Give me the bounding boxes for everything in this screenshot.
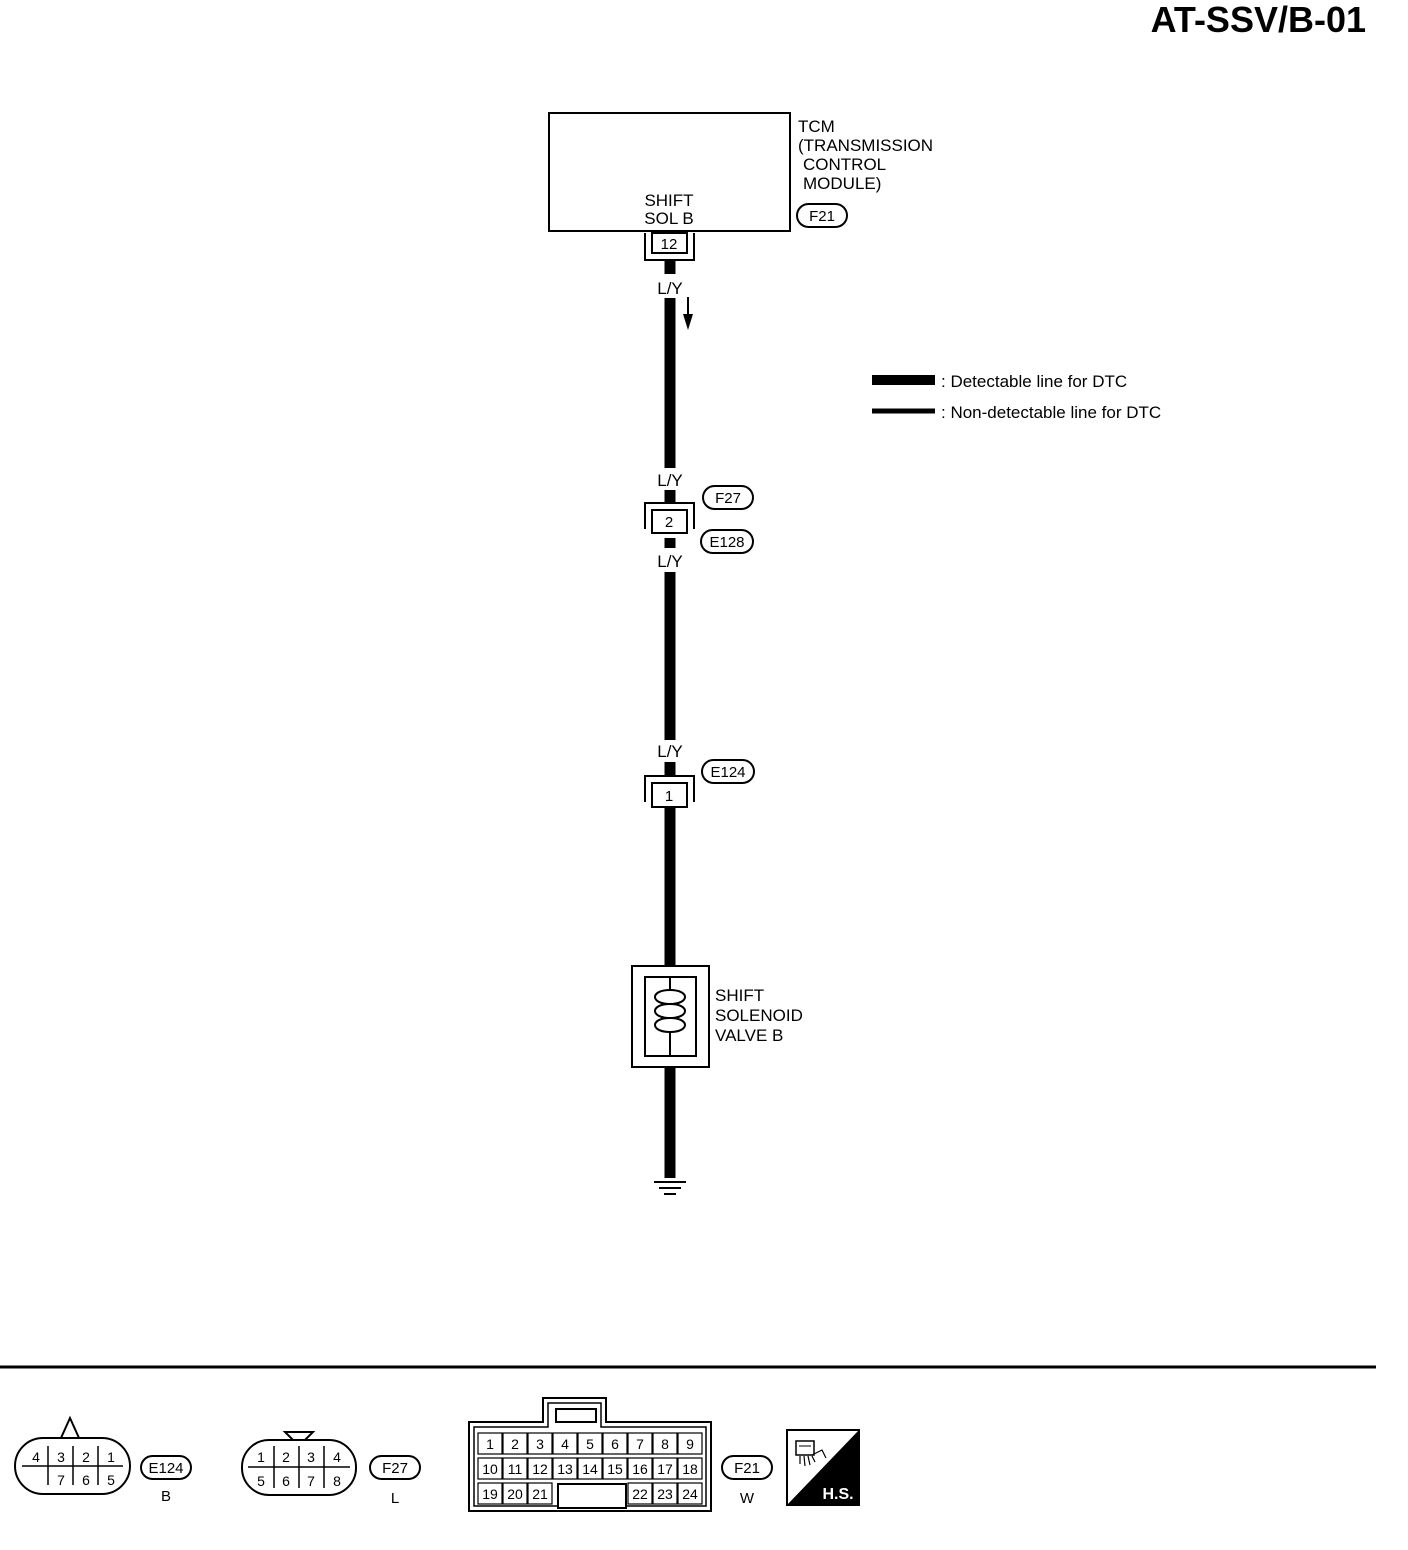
svg-text:9: 9: [686, 1436, 694, 1452]
tcm-pin-12: 12: [644, 232, 695, 261]
svg-text:16: 16: [632, 1461, 648, 1477]
connector-view-f21-tag: F21: [721, 1455, 773, 1480]
tcm-block: TCM (TRANSMISSION CONTROL MODULE) SHIFT …: [548, 112, 933, 232]
svg-text:8: 8: [661, 1436, 669, 1452]
svg-text:5: 5: [586, 1436, 594, 1452]
connector-view-f27-color: L: [391, 1490, 399, 1507]
junction-connector-tag-top: F27: [702, 485, 754, 510]
solenoid-connector-tag: E124: [701, 759, 755, 784]
connector-view-f21-color: W: [740, 1490, 755, 1507]
svg-text:2: 2: [82, 1449, 90, 1465]
tcm-terminal-label-1: SHIFT: [644, 191, 693, 210]
connector-latch-icon: [59, 1415, 81, 1439]
svg-text:F21: F21: [809, 208, 835, 225]
connector-view-f27-tag: F27: [369, 1455, 421, 1480]
svg-text:5: 5: [257, 1473, 265, 1489]
tcm-label-line-2: (TRANSMISSION: [798, 136, 933, 155]
svg-text:15: 15: [607, 1461, 623, 1477]
ground-icon: [654, 1181, 686, 1195]
svg-text:12: 12: [532, 1461, 548, 1477]
connector-view-e124-tag: E124: [140, 1455, 192, 1480]
connector-latch-icon: [555, 1408, 597, 1423]
signal-direction-arrow: [683, 297, 693, 330]
svg-text:12: 12: [661, 236, 678, 253]
svg-text:3: 3: [536, 1436, 544, 1452]
svg-text:4: 4: [32, 1449, 40, 1465]
hs-badge-label: H.S.: [822, 1486, 853, 1503]
svg-text:4: 4: [333, 1449, 341, 1465]
solenoid-connector: 1 E124: [644, 759, 755, 808]
legend-detectable-label: : Detectable line for DTC: [941, 372, 1127, 391]
svg-text:21: 21: [532, 1486, 548, 1502]
harness-connector-icon: [795, 1440, 827, 1467]
svg-text:3: 3: [57, 1449, 65, 1465]
svg-text:7: 7: [57, 1472, 65, 1488]
legend: : Detectable line for DTC : Non-detectab…: [872, 372, 1161, 422]
hs-badge: H.S.: [786, 1429, 860, 1506]
solenoid-coil-icon: [654, 977, 686, 1056]
solenoid-label-line-2: SOLENOID: [715, 1006, 803, 1025]
svg-text:6: 6: [611, 1436, 619, 1452]
legend-non-detectable-label: : Non-detectable line for DTC: [941, 403, 1161, 422]
shift-solenoid-valve: SHIFT SOLENOID VALVE B: [631, 965, 803, 1068]
svg-text:E124: E124: [148, 1460, 183, 1477]
svg-text:19: 19: [482, 1486, 498, 1502]
tcm-connector-tag: F21: [796, 203, 848, 228]
svg-text:1: 1: [486, 1436, 494, 1452]
svg-text:E124: E124: [710, 764, 745, 781]
tcm-label-line-1: TCM: [798, 117, 835, 136]
wire-color-label-2: L/Y: [657, 471, 683, 490]
svg-text:23: 23: [657, 1486, 673, 1502]
svg-text:20: 20: [507, 1486, 523, 1502]
svg-text:14: 14: [582, 1461, 598, 1477]
svg-text:2: 2: [511, 1436, 519, 1452]
svg-text:F27: F27: [715, 490, 741, 507]
tcm-label-line-3: CONTROL: [803, 155, 886, 174]
svg-text:2: 2: [665, 514, 673, 531]
junction-connector: 2 F27 E128: [644, 485, 754, 554]
svg-text:8: 8: [333, 1473, 341, 1489]
svg-text:6: 6: [282, 1473, 290, 1489]
svg-text:F21: F21: [734, 1460, 760, 1477]
svg-text:3: 3: [307, 1449, 315, 1465]
connector-view-e124-color: B: [161, 1488, 171, 1505]
svg-text:1: 1: [107, 1449, 115, 1465]
wire-color-label-4: L/Y: [657, 742, 683, 761]
svg-text:17: 17: [657, 1461, 673, 1477]
junction-connector-tag-bottom: E128: [700, 529, 754, 554]
wire-color-label-1: L/Y: [657, 279, 683, 298]
svg-text:24: 24: [682, 1486, 698, 1502]
diagram-title: AT-SSV/B-01: [1151, 0, 1366, 40]
solenoid-label-line-3: VALVE B: [715, 1026, 783, 1045]
svg-text:5: 5: [107, 1472, 115, 1488]
svg-text:2: 2: [282, 1449, 290, 1465]
svg-text:10: 10: [482, 1461, 498, 1477]
tcm-terminal-label-2: SOL B: [644, 209, 693, 228]
svg-text:18: 18: [682, 1461, 698, 1477]
connector-view-f21: 1 2 3 4 5 6 7 8 9 10 11 12 13 14 15 16 1…: [468, 1397, 773, 1512]
svg-text:1: 1: [257, 1449, 265, 1465]
svg-text:7: 7: [307, 1473, 315, 1489]
svg-text:6: 6: [82, 1472, 90, 1488]
connector-view-e124: 4 3 2 1 7 6 5 E124 B: [14, 1415, 192, 1505]
svg-text:4: 4: [561, 1436, 569, 1452]
svg-text:22: 22: [632, 1486, 648, 1502]
svg-text:13: 13: [557, 1461, 573, 1477]
svg-text:1: 1: [665, 788, 673, 805]
wire-color-label-3: L/Y: [657, 552, 683, 571]
tcm-label-line-4: MODULE): [803, 174, 881, 193]
solenoid-label-line-1: SHIFT: [715, 986, 764, 1005]
svg-text:7: 7: [636, 1436, 644, 1452]
svg-text:E128: E128: [709, 534, 744, 551]
svg-text:F27: F27: [382, 1460, 408, 1477]
connector-view-f27: 1 2 3 4 5 6 7 8 F27 L: [241, 1431, 421, 1507]
svg-text:11: 11: [508, 1461, 523, 1477]
